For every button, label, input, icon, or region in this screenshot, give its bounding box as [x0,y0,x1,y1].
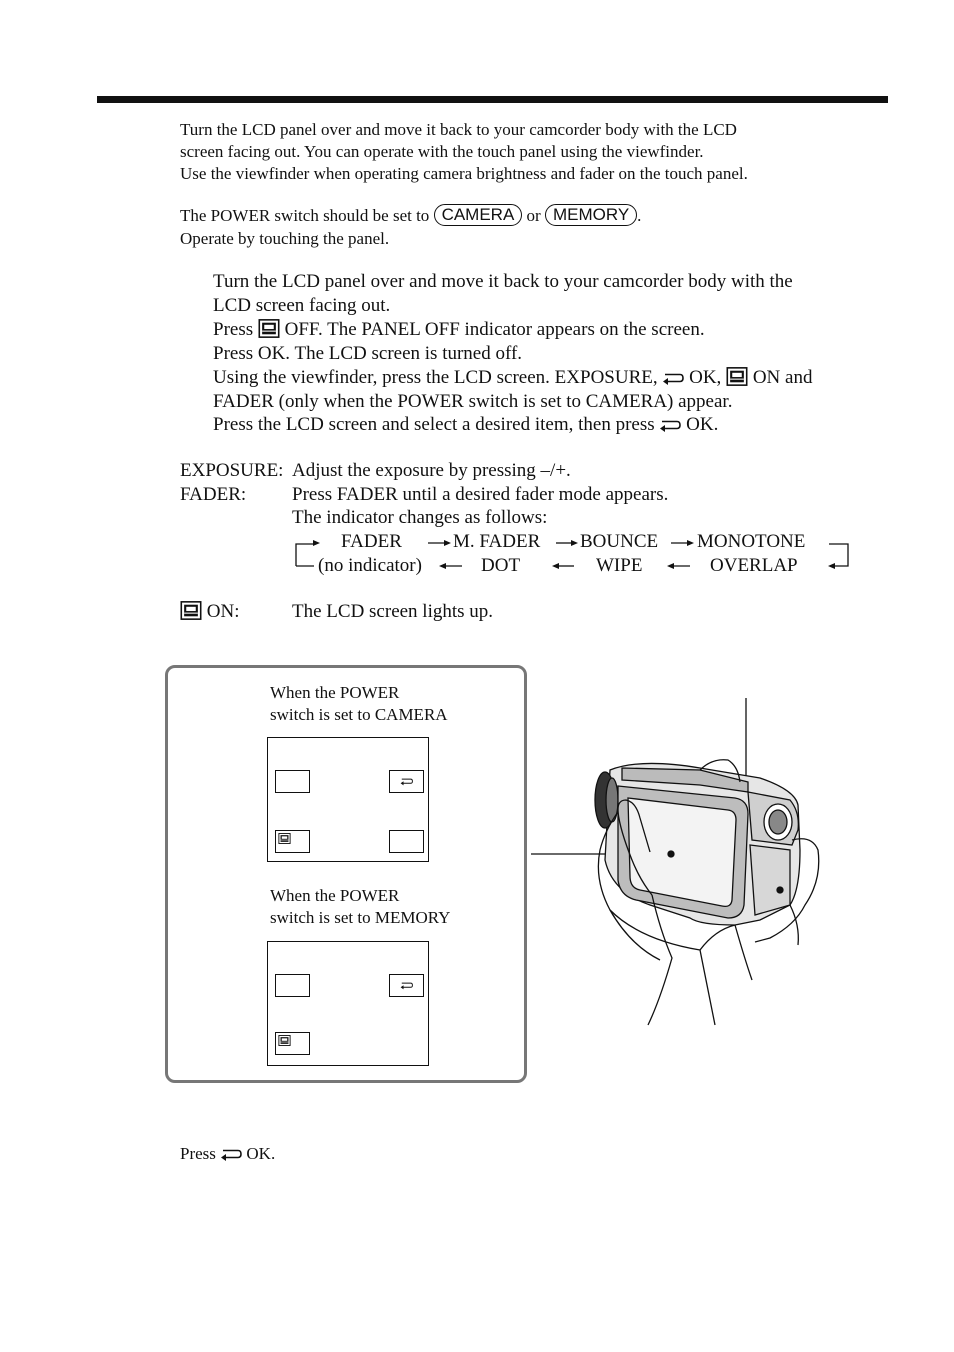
step-1-line-1: Turn the LCD panel over and move it back… [213,271,793,292]
lcd-on-button[interactable] [275,1032,310,1055]
intro-line-1: Turn the LCD panel over and move it back… [180,120,737,139]
memory-mode-badge: MEMORY [544,204,638,226]
return-arrow-icon [220,1147,242,1162]
camera-mode-screen [267,737,429,862]
on-term: ON: [180,600,239,624]
fader-cycle-overlap: OVERLAP [710,555,798,576]
header-rule [97,96,888,103]
touch-panel-figure [165,665,527,1083]
fader-cycle-monotone: MONOTONE [697,531,806,552]
exposure-button[interactable] [275,974,310,997]
lcd-backlight-icon [180,601,202,620]
arrow-left-icon [667,563,674,569]
memory-label-1: When the POWER [270,886,400,905]
step-2: Press OFF. The PANEL OFF indicator appea… [213,319,705,340]
ok-button[interactable] [389,770,424,793]
fader-button[interactable] [389,830,424,853]
fader-cycle-no-indicator: (no indicator) [318,555,422,576]
memory-mode-screen [267,941,429,1066]
lcd-backlight-icon [278,1035,291,1046]
return-arrow-icon [400,981,413,990]
fader-cycle-wipe: WIPE [596,555,643,576]
intro-line-3: Use the viewfinder when operating camera… [180,164,748,183]
camera-mode-badge: CAMERA [433,204,523,226]
exposure-button[interactable] [275,770,310,793]
arrow-right-icon [687,540,694,546]
fader-term: FADER: [180,484,247,505]
memory-label-2: switch is set to MEMORY [270,908,451,927]
fader-cycle-m-fader: M. FADER [453,531,541,552]
power-switch-line: The POWER switch should be set to CAMERA… [180,204,642,226]
return-arrow-icon [400,777,413,786]
camera-label-1: When the POWER [270,683,400,702]
exposure-term: EXPOSURE: [180,460,284,481]
camera-label-2: switch is set to CAMERA [270,705,448,724]
intro-line-2: screen facing out. You can operate with … [180,142,704,161]
arrow-left-icon [552,563,559,569]
arrow-right-icon [313,540,320,546]
step-1-line-2: LCD screen facing out. [213,295,391,316]
arrow-right-icon [444,540,451,546]
fader-cycle-bounce: BOUNCE [580,531,659,552]
fader-text-1: Press FADER until a desired fader mode a… [292,484,669,505]
exposure-text: Adjust the exposure by pressing –/+. [292,460,571,481]
fader-cycle-arrows [295,540,849,569]
lcd-on-button[interactable] [275,830,310,853]
step-4-line-1: Using the viewfinder, press the LCD scre… [213,367,813,388]
fader-cycle-fader: FADER [341,531,402,552]
lcd-backlight-icon [278,833,291,844]
arrow-right-icon [571,540,578,546]
camcorder-illustration [531,698,820,1026]
fader-text-2: The indicator changes as follows: [292,507,548,528]
fader-cycle-dot: DOT [481,555,521,576]
step-4-line-2: FADER (only when the POWER switch is set… [213,391,733,412]
arrow-left-icon [439,563,446,569]
operate-line: Operate by touching the panel. [180,229,390,248]
ok-button[interactable] [389,974,424,997]
footer-press-ok: Press OK. [180,1144,276,1163]
step-3: Press OK. The LCD screen is turned off. [213,343,523,364]
on-text: The LCD screen lights up. [292,601,494,622]
step-5: Press the LCD screen and select a desire… [213,414,719,435]
arrow-left-icon [828,563,835,569]
